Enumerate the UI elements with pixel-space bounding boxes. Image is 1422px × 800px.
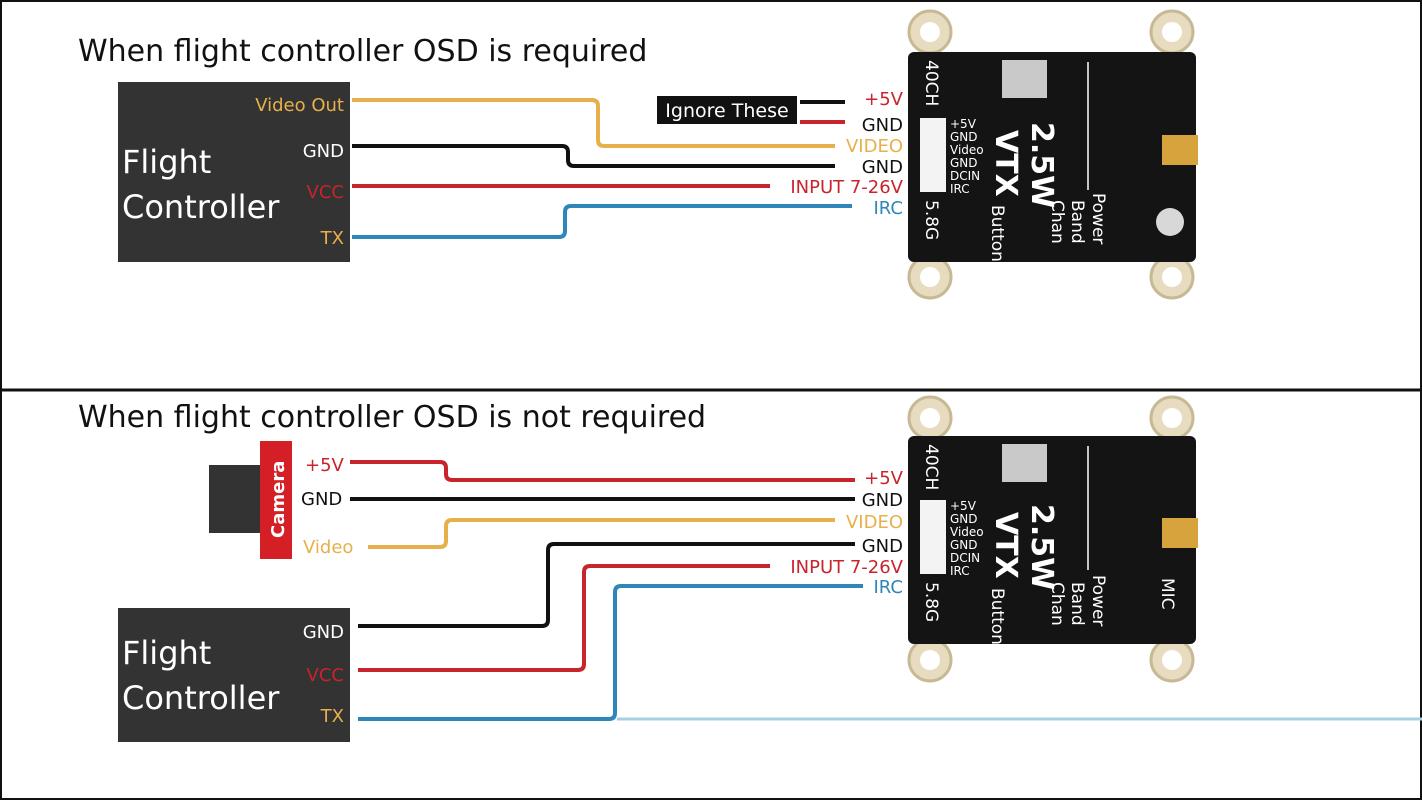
mount-hole-center — [920, 267, 940, 287]
vtx2-chip — [1002, 444, 1047, 482]
vtx2-power: 2.5W — [1024, 504, 1059, 590]
camera-pin-5v: +5V — [305, 455, 345, 476]
pad2-5v: +5V — [950, 499, 977, 513]
vtx-label-input: INPUT 7-26V — [790, 177, 903, 198]
vtx-chip — [1002, 60, 1047, 98]
vtx2-mic-label: MIC — [1157, 578, 1177, 610]
pad2-video: Video — [950, 525, 984, 539]
pad2-dcin: DCIN — [950, 551, 980, 565]
camera-pin-gnd: GND — [301, 489, 342, 510]
fc-pin-vcc: VCC — [307, 182, 344, 203]
vtx2-chan-label: Chan — [1047, 582, 1067, 626]
mount-hole-center — [1162, 267, 1182, 287]
camera-body — [260, 441, 292, 559]
fc-pin-tx: TX — [320, 228, 344, 249]
mic-hole — [1156, 208, 1184, 236]
vtx-channels: 40CH — [921, 60, 941, 106]
antenna-connector — [1162, 135, 1198, 165]
fc2-label-line1: Flight — [122, 634, 211, 672]
panel-1-title: When flight controller OSD is required — [78, 34, 647, 69]
flight-controller-box-2 — [118, 608, 350, 742]
fc2-label-line2: Controller — [122, 679, 280, 717]
vtx2-label-gnd-2: GND — [862, 536, 903, 557]
vtx2-label-video: VIDEO — [846, 512, 903, 533]
vtx2-label-irc: IRC — [874, 577, 904, 598]
wire-video — [352, 98, 835, 148]
mount-hole-center — [1162, 650, 1182, 670]
mount-hole-center — [920, 650, 940, 670]
vtx-label-gnd-1: GND — [862, 115, 903, 136]
vtx2-label-5v: +5V — [864, 468, 904, 489]
pad-irc: IRC — [950, 182, 970, 196]
vtx-model: VTX — [988, 130, 1023, 197]
fc-label-line1: Flight — [122, 143, 211, 181]
fc-pin-gnd: GND — [303, 141, 344, 162]
vtx2-band: 5.8G — [921, 582, 941, 622]
vtx2-connector — [920, 500, 946, 574]
fc-label-line2: Controller — [122, 188, 280, 226]
vtx2-board-body — [908, 436, 1196, 644]
vtx-label-gnd-2: GND — [862, 157, 903, 178]
mount-hole-center — [920, 22, 940, 42]
wire-cam-5v — [350, 460, 855, 482]
pad2-gnd-1: GND — [950, 512, 978, 526]
vtx2-label-gnd-1: GND — [862, 490, 903, 511]
ignore-tag — [657, 96, 797, 124]
vtx2-label-input: INPUT 7-26V — [790, 557, 903, 578]
vtx-power: 2.5W — [1024, 122, 1059, 208]
vtx-band-label: Band — [1067, 200, 1087, 244]
antenna-connector-2 — [1162, 518, 1198, 548]
mount-hole-center — [1162, 22, 1182, 42]
wire-irc — [352, 204, 852, 239]
ignore-tag-label: Ignore These — [665, 100, 788, 122]
pad2-gnd-2: GND — [950, 538, 978, 552]
vtx-band: 5.8G — [921, 200, 941, 240]
vtx-chan-label: Chan — [1047, 200, 1067, 244]
vtx-button-label: Button — [987, 205, 1007, 262]
pad-dcin: DCIN — [950, 169, 980, 183]
wire-gnd — [352, 144, 835, 168]
camera-label: Camera — [268, 461, 289, 538]
panel-osd-required: When flight controller OSD is required F… — [78, 9, 1198, 300]
vtx2-button-label: Button — [987, 588, 1007, 645]
pad-gnd-1: GND — [950, 130, 978, 144]
wire-fc-vcc — [358, 564, 770, 672]
vtx-label-irc: IRC — [874, 198, 904, 219]
camera-lens — [209, 465, 261, 533]
vtx-connector — [920, 118, 946, 192]
vtx-label-video: VIDEO — [846, 136, 903, 157]
camera-pin-video: Video — [303, 537, 353, 558]
vtx2-band-label: Band — [1067, 582, 1087, 626]
panel-osd-not-required: When flight controller OSD is not requir… — [78, 395, 1422, 742]
fc2-pin-tx: TX — [320, 706, 344, 727]
vtx2-power-label: Power — [1088, 575, 1108, 626]
vtx2-model: VTX — [988, 512, 1023, 579]
mount-hole-center — [920, 408, 940, 428]
mount-hole-center — [1162, 408, 1182, 428]
vtx2-channels: 40CH — [921, 444, 941, 490]
wire-cam-video — [368, 518, 835, 549]
fc2-pin-vcc: VCC — [307, 665, 344, 686]
fc2-pin-gnd: GND — [303, 622, 344, 643]
pad-video: Video — [950, 143, 984, 157]
pad-gnd-2: GND — [950, 156, 978, 170]
vtx-board-body — [908, 52, 1196, 262]
vtx-board: 40CH 5.8G VTX 2.5W +5V GND Video GND DCI… — [907, 9, 1198, 300]
panel-2-title: When flight controller OSD is not requir… — [78, 400, 706, 435]
wire-fc-tx — [358, 584, 863, 721]
vtx-board-2: 40CH 5.8G VTX 2.5W +5V GND Video GND DCI… — [907, 395, 1198, 683]
fc-pin-video-out: Video Out — [255, 95, 344, 116]
wire-fc-gnd — [358, 542, 855, 628]
flight-controller-box — [118, 82, 350, 262]
vtx-power-label: Power — [1088, 193, 1108, 244]
pad-5v: +5V — [950, 117, 977, 131]
vtx-label-5v: +5V — [864, 89, 904, 110]
pad2-irc: IRC — [950, 564, 970, 578]
